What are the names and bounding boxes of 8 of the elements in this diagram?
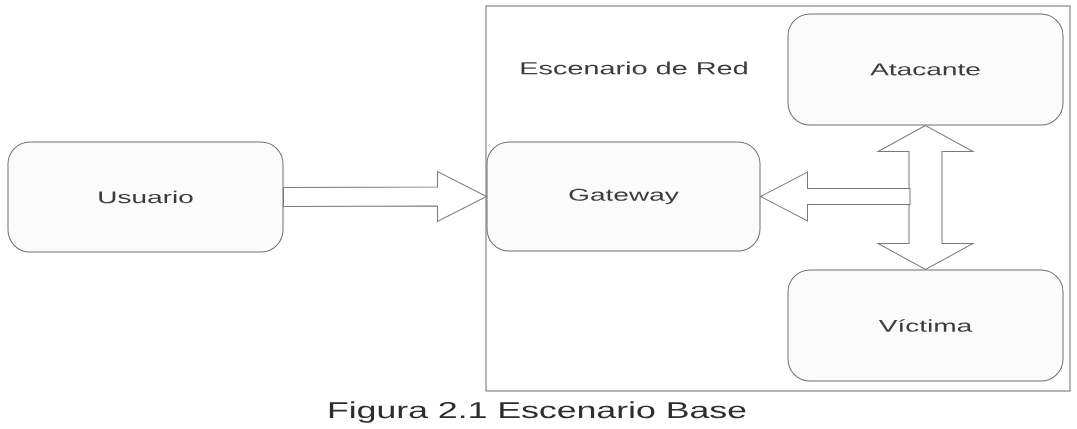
figure-caption: Figura 2.1 Escenario Base	[329, 401, 746, 423]
block-arrow	[283, 171, 487, 222]
process-box: Usuario	[7, 141, 284, 253]
process-box: Víctima	[787, 269, 1064, 382]
process-box: Atacante	[787, 13, 1064, 126]
double-block-arrow	[877, 125, 974, 270]
process-box: Gateway	[486, 141, 761, 252]
block-arrow	[760, 171, 911, 222]
